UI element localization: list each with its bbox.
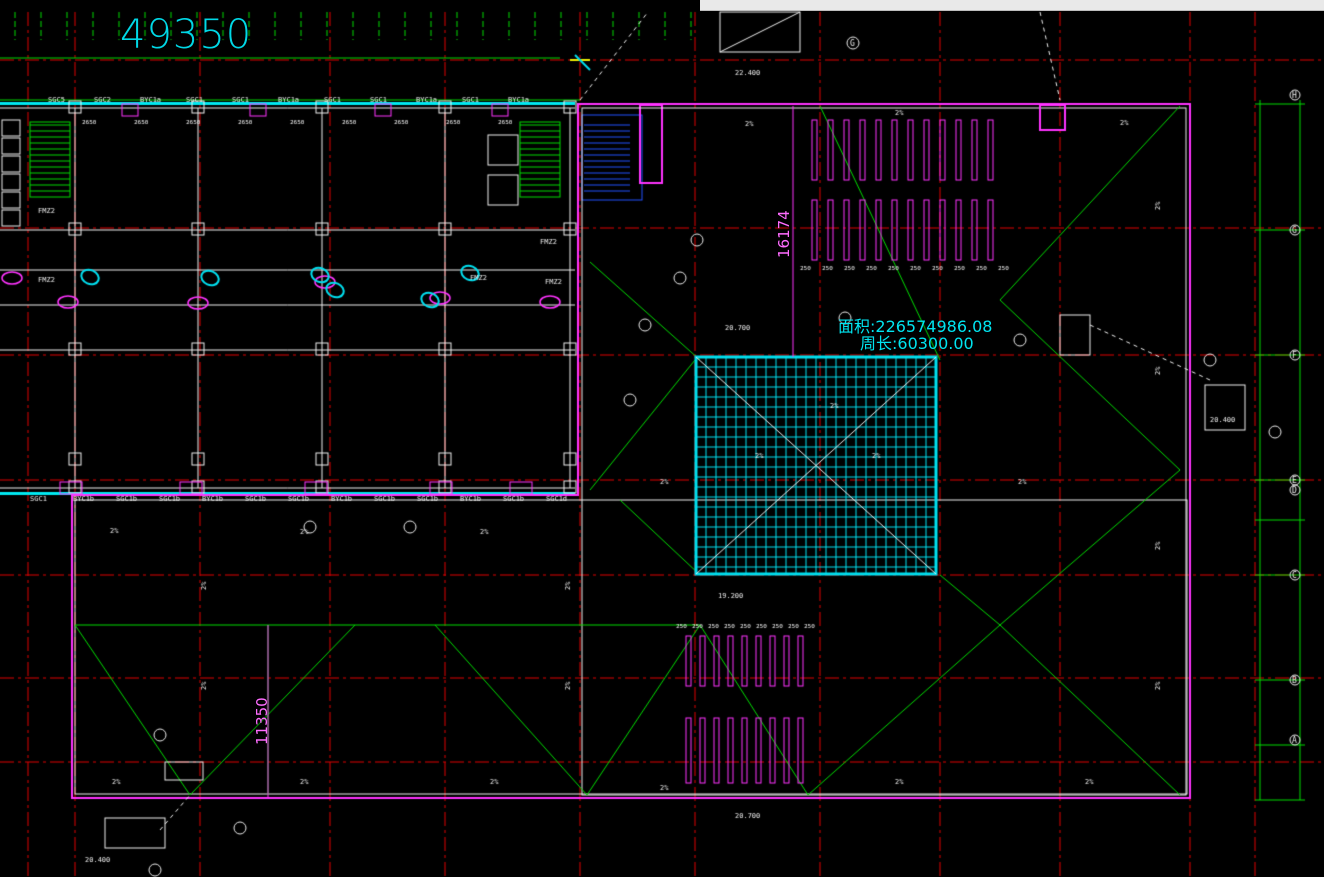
vertical-dimension-main: 16174 — [775, 210, 793, 258]
perimeter-readout: 周长:60300.00 — [860, 334, 974, 353]
vertical-dimension-lower: 11350 — [253, 697, 271, 745]
viewport-top-edge — [700, 0, 1324, 11]
top-dimension-text: 49350 — [120, 12, 253, 58]
area-perimeter-readout: 面积:226574986.08 周长:60300.00 — [838, 318, 992, 352]
area-readout: 面积:226574986.08 — [838, 317, 993, 336]
